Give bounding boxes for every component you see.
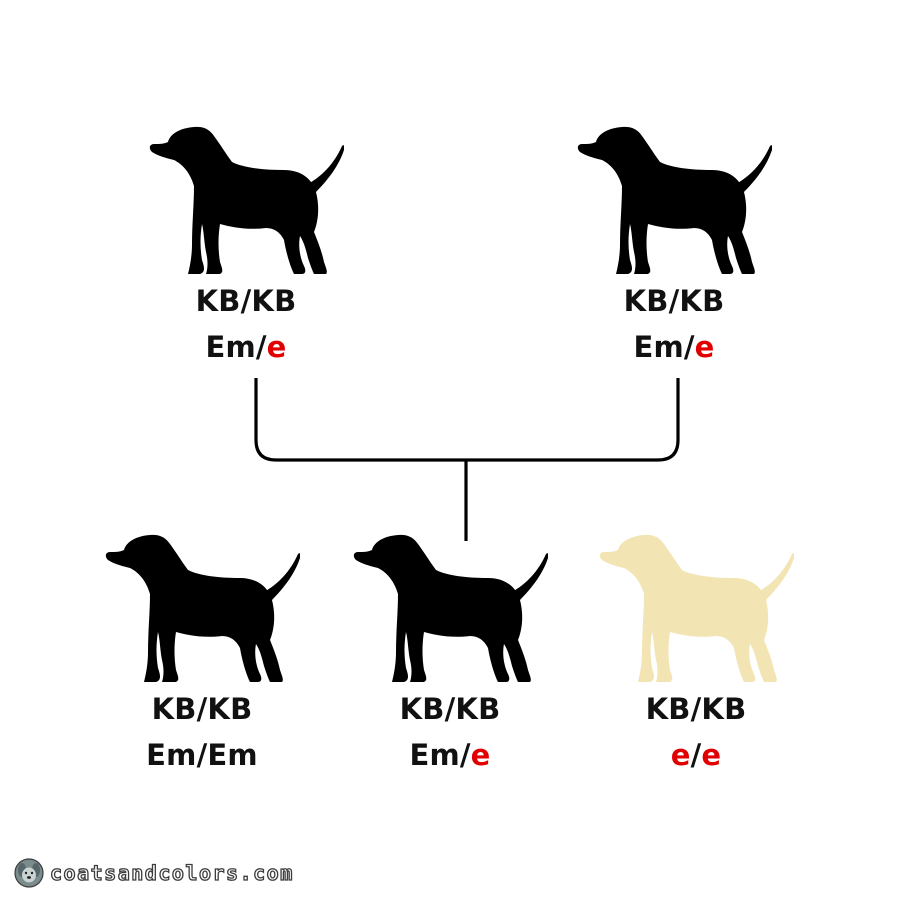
k-locus-genotype: KB/KB	[399, 692, 501, 726]
dog-silhouette-icon	[577, 126, 772, 274]
offspring-dog-3	[598, 532, 794, 684]
k-locus-genotype: KB/KB	[195, 284, 297, 318]
parent-genotype-right: KB/KB Em/e	[574, 278, 774, 370]
k-locus-genotype: KB/KB	[623, 284, 725, 318]
allele-text: /	[255, 330, 267, 364]
offspring-genotype-1: KB/KB Em/Em	[102, 686, 302, 778]
dog-silhouette-icon	[599, 534, 794, 682]
allele-text: Em	[205, 330, 256, 364]
parent-dog-left	[148, 124, 344, 276]
recessive-allele: e	[701, 738, 722, 772]
recessive-allele: e	[670, 738, 691, 772]
dog-silhouette-icon	[105, 534, 300, 682]
parent-genotype-left: KB/KB Em/e	[146, 278, 346, 370]
parent-bracket	[254, 378, 680, 462]
allele-text: Em/Em	[146, 738, 258, 772]
k-locus-genotype: KB/KB	[151, 692, 253, 726]
dog-silhouette-icon	[353, 534, 548, 682]
allele-text: Em	[633, 330, 684, 364]
e-locus-genotype: Em/e	[146, 324, 346, 370]
allele-text: Em	[409, 738, 460, 772]
recessive-allele: e	[694, 330, 715, 364]
allele-text: /	[683, 330, 695, 364]
allele-text: /	[690, 738, 702, 772]
parent-dog-right	[576, 124, 772, 276]
offspring-dog-2	[352, 532, 548, 684]
e-locus-genotype: Em/e	[574, 324, 774, 370]
e-locus-genotype: Em/Em	[102, 732, 302, 778]
recessive-allele: e	[266, 330, 287, 364]
e-locus-genotype: Em/e	[350, 732, 550, 778]
watermark-text: coatsandcolors.com	[49, 860, 294, 885]
e-locus-genotype: e/e	[596, 732, 796, 778]
offspring-genotype-2: KB/KB Em/e	[350, 686, 550, 778]
recessive-allele: e	[470, 738, 491, 772]
dog-silhouette-icon	[149, 126, 344, 274]
dog-face-icon	[14, 858, 44, 888]
offspring-dog-1	[104, 532, 300, 684]
allele-text: /	[459, 738, 471, 772]
watermark: coatsandcolors.com	[14, 856, 294, 890]
k-locus-genotype: KB/KB	[645, 692, 747, 726]
offspring-genotype-3: KB/KB e/e	[596, 686, 796, 778]
